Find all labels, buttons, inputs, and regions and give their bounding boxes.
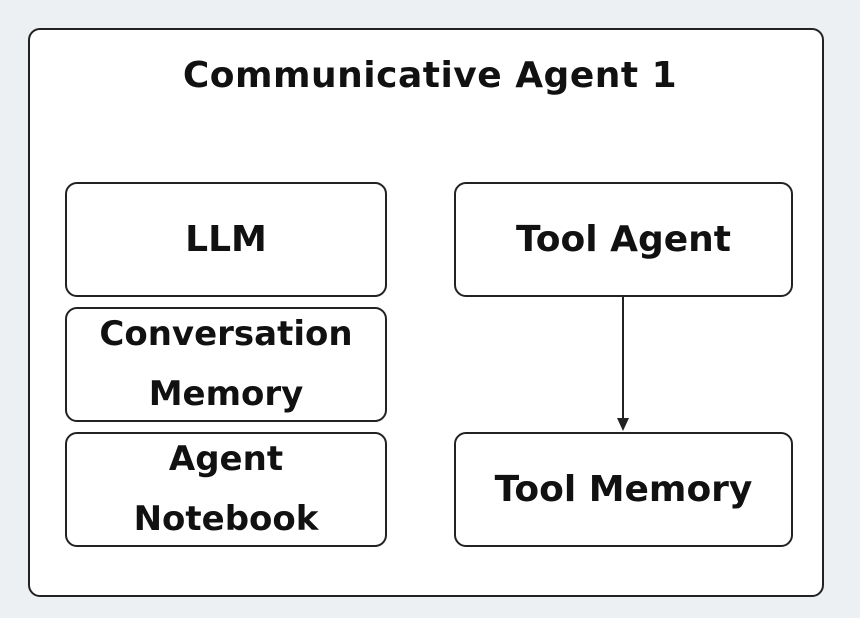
tool-memory-label: Tool Memory — [494, 468, 753, 510]
agent-notebook-label-line2: Notebook — [133, 498, 319, 539]
llm-box: LLM — [65, 182, 387, 297]
tool-agent-box: Tool Agent — [454, 182, 793, 297]
conversation-memory-label-line2: Memory — [148, 373, 304, 414]
diagram-title: Communicative Agent 1 — [182, 55, 678, 96]
agent-notebook-box: Agent Notebook — [65, 432, 387, 547]
conversation-memory-box: Conversation Memory — [65, 307, 387, 422]
llm-label: LLM — [185, 218, 267, 260]
agent-notebook-label-line1: Agent — [168, 439, 284, 479]
tool-agent-label: Tool Agent — [516, 218, 731, 260]
conversation-memory-label-line1: Conversation — [99, 314, 353, 354]
tool-memory-box: Tool Memory — [454, 432, 793, 547]
